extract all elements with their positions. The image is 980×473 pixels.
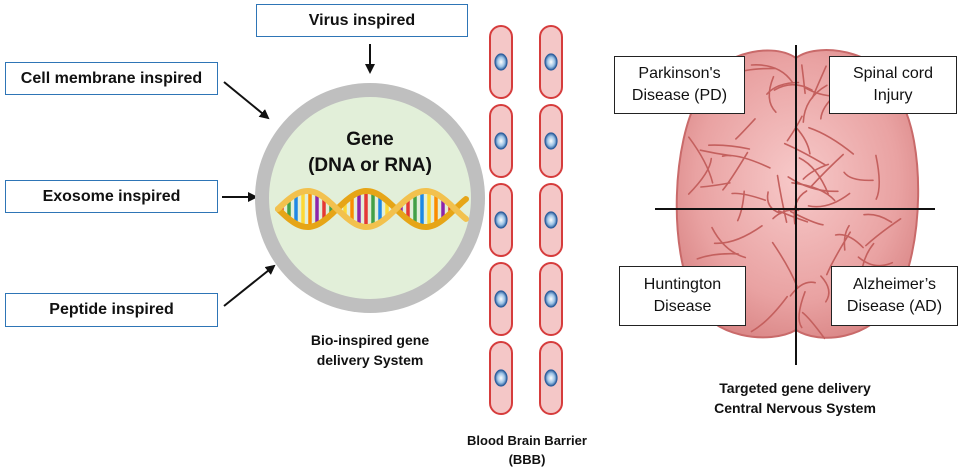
targeted-delivery-caption: Targeted gene delivery Central Nervous S… xyxy=(714,380,876,416)
endothelial-cell-icon xyxy=(539,25,563,99)
peptide-inspired-label: Peptide inspired xyxy=(5,293,218,327)
dna-strand xyxy=(275,188,469,230)
vesicle-core xyxy=(269,97,471,299)
endothelial-cell-icon xyxy=(539,262,563,336)
endothelial-cell-icon xyxy=(539,104,563,178)
endothelial-cell-icon xyxy=(489,183,513,257)
endothelial-cell-icon xyxy=(489,341,513,415)
vesicle xyxy=(255,83,485,313)
quadrant-lines xyxy=(655,45,935,365)
endothelial-cell-icon xyxy=(489,104,513,178)
arrow-peptide xyxy=(223,264,276,307)
endothelial-cell-icon xyxy=(539,183,563,257)
gene-label: Gene (DNA or RNA) xyxy=(308,129,432,176)
virus-inspired-label: Virus inspired xyxy=(256,4,468,37)
endothelial-cell-icon xyxy=(539,341,563,415)
arrow-cell-membrane xyxy=(223,81,270,120)
bbb-cells xyxy=(489,25,563,415)
bio-inspired-caption: Bio-inspired gene delivery System xyxy=(310,332,430,368)
endothelial-cell-icon xyxy=(489,25,513,99)
dna-strand xyxy=(275,188,469,230)
source-arrows xyxy=(222,44,375,307)
bbb-caption: Blood Brain Barrier (BBB) xyxy=(467,433,587,467)
cell-membrane-inspired-label: Cell membrane inspired xyxy=(5,62,218,95)
exosome-inspired-label: Exosome inspired xyxy=(5,180,218,213)
endothelial-cell-icon xyxy=(489,262,513,336)
dna-helix-icon xyxy=(275,188,469,230)
